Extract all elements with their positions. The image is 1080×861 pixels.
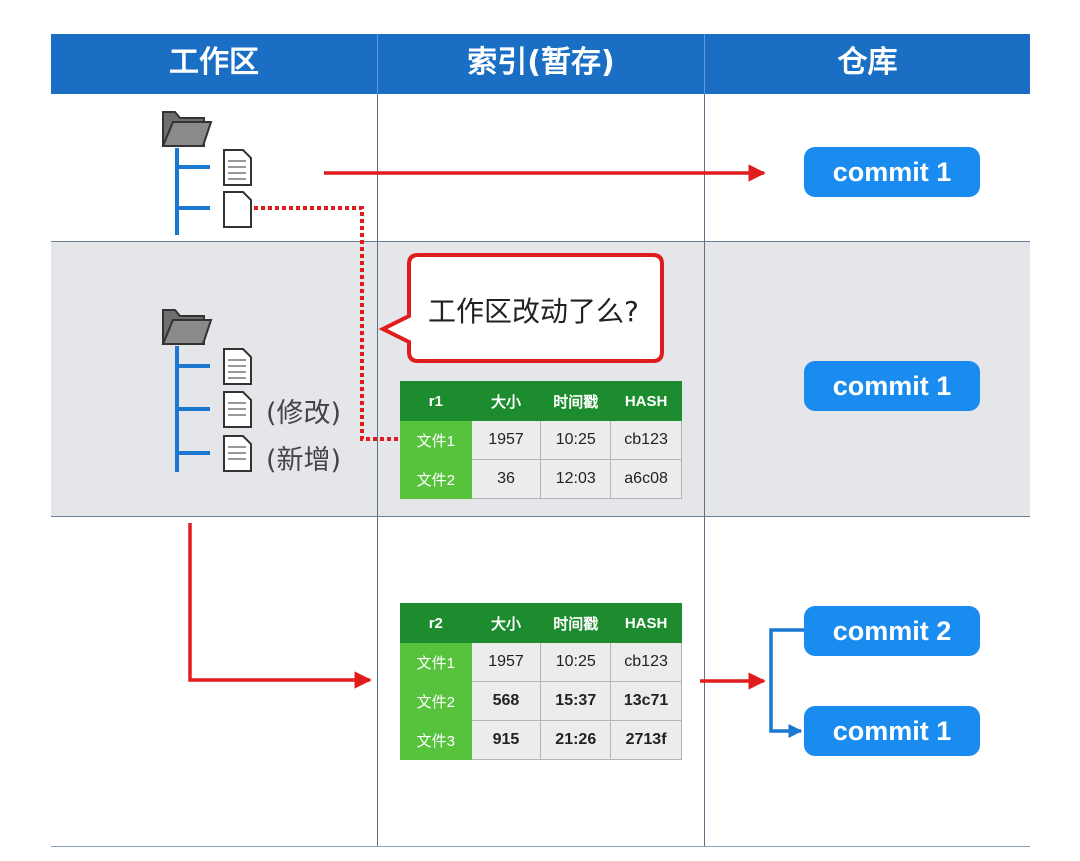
file-icon (223, 435, 252, 472)
commit-1-badge: commit 1 (804, 147, 980, 197)
bubble-text: 工作区改动了么? (428, 295, 639, 328)
file-added-label: (新增) (266, 445, 342, 476)
table-header-cell: 时间戳 (540, 381, 612, 421)
file-icon (223, 149, 252, 186)
table-header-cell: r1 (400, 381, 472, 421)
index-table-r1: r1 大小 时间戳 HASH 文件1 1957 10:25 cb123 文件2 … (400, 381, 682, 499)
table-cell: 15:37 (540, 681, 612, 721)
header-index: 索引(暂存) (467, 45, 615, 80)
table-cell: 文件2 (400, 459, 472, 499)
column-divider (377, 94, 378, 846)
table-header-cell: HASH (610, 603, 682, 643)
table-row: 文件3 915 21:26 2713f (400, 720, 682, 760)
table-cell: 文件1 (400, 642, 472, 682)
column-divider (704, 94, 705, 846)
table-row: 文件2 568 15:37 13c71 (400, 681, 682, 721)
commit-parent-link (769, 628, 804, 738)
file-modified-label: (修改) (266, 398, 342, 429)
row-divider (51, 241, 1030, 242)
table-header-cell: 大小 (470, 603, 542, 643)
table-header-row: r1 大小 时间戳 HASH (400, 381, 682, 421)
table-header-cell: r2 (400, 603, 472, 643)
folder-icon (161, 111, 213, 147)
commit-1-badge: commit 1 (804, 706, 980, 756)
commit-2-badge: commit 2 (804, 606, 980, 656)
index-table-r2: r2 大小 时间戳 HASH 文件1 1957 10:25 cb123 文件2 … (400, 603, 682, 760)
table-row: 文件1 1957 10:25 cb123 (400, 642, 682, 682)
table-cell: 568 (470, 681, 542, 721)
table-cell: 1957 (470, 420, 542, 460)
table-cell: 915 (470, 720, 542, 760)
bottom-border (51, 846, 1030, 847)
header-divider (704, 34, 705, 94)
table-cell: 12:03 (540, 459, 612, 499)
table-cell: 2713f (610, 720, 682, 760)
table-header-cell: HASH (610, 381, 682, 421)
table-cell: 10:25 (540, 642, 612, 682)
file-icon (223, 348, 252, 385)
table-cell: 文件1 (400, 420, 472, 460)
table-cell: cb123 (610, 420, 682, 460)
table-cell: 文件3 (400, 720, 472, 760)
table-cell: a6c08 (610, 459, 682, 499)
folder-icon (161, 309, 213, 345)
row-divider (51, 516, 1030, 517)
header-divider (377, 34, 378, 94)
table-cell: 13c71 (610, 681, 682, 721)
file-icon (223, 191, 252, 228)
table-row: 文件2 36 12:03 a6c08 (400, 459, 682, 499)
compare-dotted-line (254, 206, 400, 441)
stage-arrow (188, 523, 372, 689)
file-icon (223, 391, 252, 428)
table-header-cell: 时间戳 (540, 603, 612, 643)
table-cell: cb123 (610, 642, 682, 682)
table-header-cell: 大小 (470, 381, 542, 421)
header-working-dir: 工作区 (169, 45, 259, 80)
table-cell: 1957 (470, 642, 542, 682)
speech-bubble (378, 253, 664, 363)
table-cell: 36 (470, 459, 542, 499)
commit-1-badge: commit 1 (804, 361, 980, 411)
table-header-row: r2 大小 时间戳 HASH (400, 603, 682, 643)
column-header-bar: 工作区 索引(暂存) 仓库 (51, 34, 1030, 94)
table-row: 文件1 1957 10:25 cb123 (400, 420, 682, 460)
header-repository: 仓库 (837, 45, 898, 80)
table-cell: 21:26 (540, 720, 612, 760)
table-cell: 10:25 (540, 420, 612, 460)
table-cell: 文件2 (400, 681, 472, 721)
